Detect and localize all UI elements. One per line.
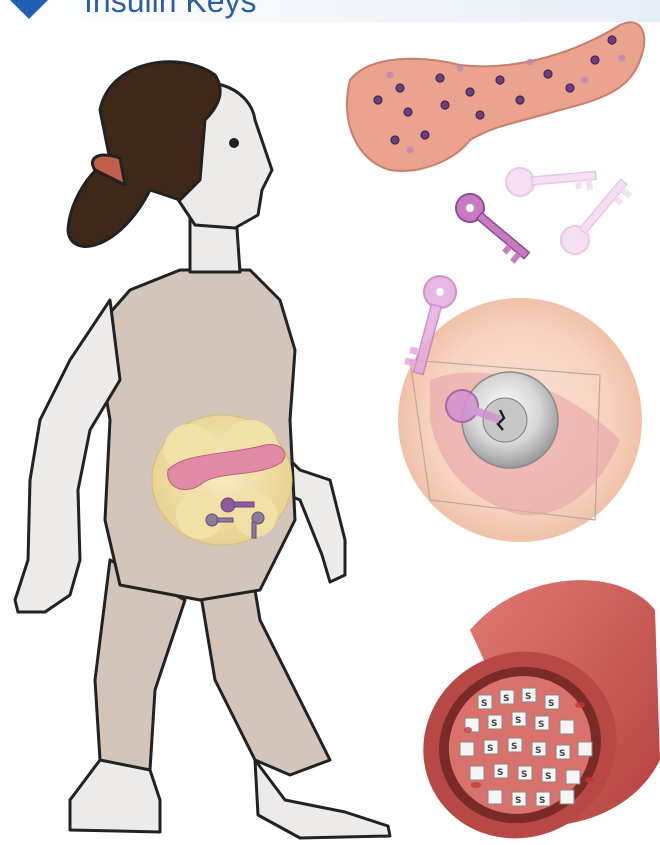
cube-label: S [548,699,554,709]
cube-label: S [525,692,531,702]
cube-label: S [521,770,527,780]
cube-label: S [503,694,509,704]
cube-label: S [481,699,487,709]
cube-label: S [487,744,493,754]
belly-organs-icon [152,415,292,545]
cube-label: S [539,796,545,806]
cube-label: S [559,749,565,759]
cube-label: S [535,746,541,756]
cell-lock-icon [398,272,642,542]
cube-label: S [538,720,544,730]
cube-label: S [511,742,517,752]
cube-label: S [545,772,551,782]
insulin-keys-icon [450,161,634,266]
pancreas-icon [347,22,644,171]
cube-label: S [515,716,521,726]
cube-label: S [497,768,503,778]
cube-label: S [515,796,521,806]
blood-vessel-icon: S S S S S S S S S S S S S S S S [390,580,660,845]
cube-label: S [491,719,497,729]
